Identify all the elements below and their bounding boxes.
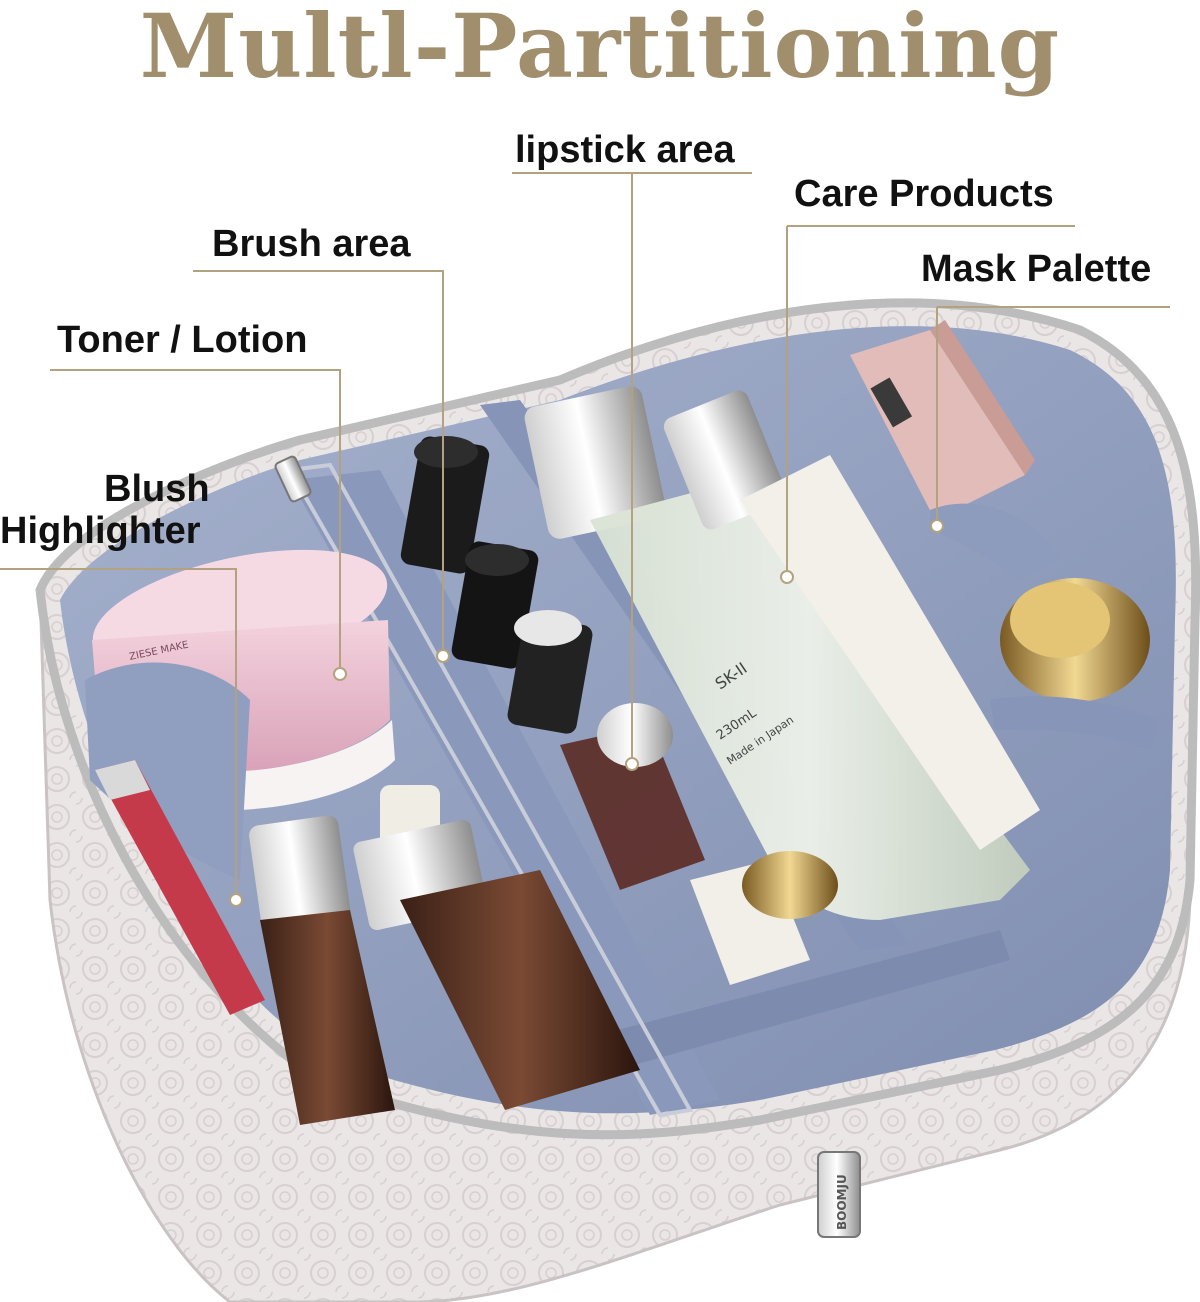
zipper-pull-front: BOOMJU (817, 1151, 861, 1238)
callout-mask-palette: Mask Palette (921, 248, 1152, 290)
callout-highlighter: Highlighter (0, 510, 201, 552)
callout-toner-lotion: Toner / Lotion (57, 319, 308, 361)
divider-wall-bottom (560, 930, 1010, 1080)
frosted-toner-bottle: SK-II 230mL Made in Japan (524, 386, 1030, 920)
small-perfume-bottles (560, 703, 838, 985)
callout-anchor-dots (229, 519, 944, 907)
gold-cream-jar (1000, 578, 1150, 702)
leader-line-toner (50, 369, 341, 674)
callout-care-products: Care Products (794, 173, 1054, 215)
callout-lipstick-area: lipstick area (515, 129, 735, 171)
white-lotion-bottle (663, 390, 1040, 850)
callout-brush-area: Brush area (212, 223, 411, 265)
zipper-tag-text: BOOMJU (835, 1174, 849, 1230)
lip-gloss-tube (95, 760, 265, 1015)
headline-title: Multl-Partitioning (139, 0, 1061, 98)
leader-line-blush (0, 568, 237, 900)
callout-leader-lines (0, 172, 1170, 900)
divider-wall-left (290, 470, 720, 1115)
zipper-trim (35, 298, 1200, 1140)
zipper-pull-pocket (274, 455, 312, 503)
elastic-pouch-right-lower (990, 696, 1160, 750)
callout-blush: Blush (104, 468, 210, 510)
leader-line-brush (193, 270, 444, 656)
elastic-pouch-right (930, 503, 1060, 580)
elastic-pouch-left (85, 662, 250, 880)
amber-dropper-bottles (249, 785, 640, 1125)
lipstick-tubes (400, 436, 593, 734)
